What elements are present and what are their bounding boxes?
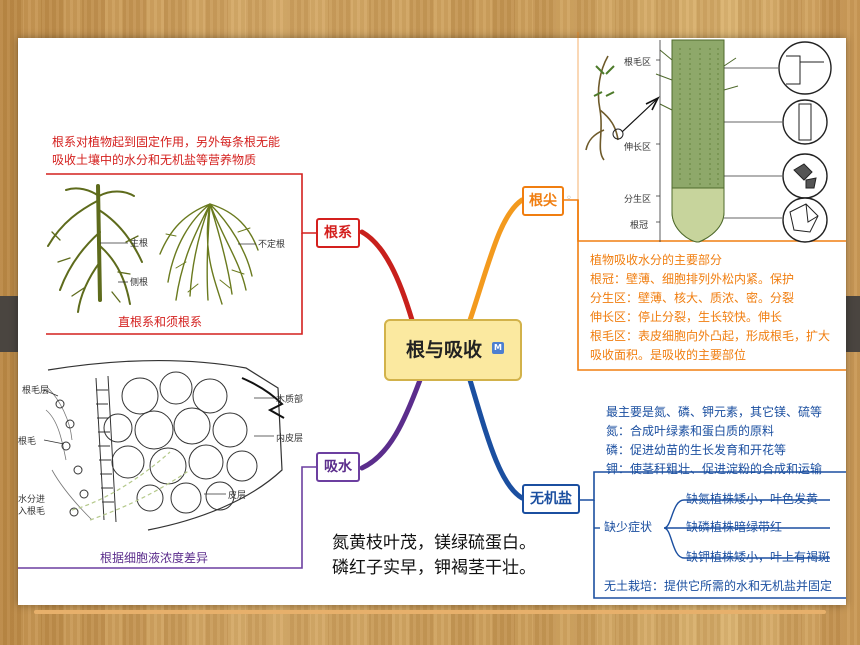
deficiency-nitrogen: 缺氮植株矮小，叶色发黄 — [686, 492, 819, 506]
root-tip-line3: 分生区：壁薄、核大、质浓、密。分裂 — [590, 291, 795, 305]
absorption-node[interactable]: 吸水 — [316, 452, 360, 482]
fig-label-main-root: 主根 — [130, 239, 149, 249]
branch-absorption — [359, 377, 423, 471]
root-tip-line1: 植物吸收水分的主要部分 — [590, 253, 723, 267]
minerals-outline-2 — [593, 500, 846, 599]
fig-label-root-tip-hair-zone: 根毛区 — [624, 58, 652, 68]
root-tip-line6: 吸收面积。是吸收的主要部位 — [590, 348, 747, 362]
root-system-desc-line2: 吸收土壤中的水分和无机盐等营养物质 — [52, 153, 257, 167]
mnemonic-line2: 磷红子实早，钾褐茎干壮。 — [332, 558, 536, 578]
branch-root-system — [359, 229, 415, 323]
deficiency-potassium: 缺钾植株矮小，叶上有褐斑 — [686, 550, 831, 564]
mnemonic-line1: 氮黄枝叶茂，镁绿硫蛋白。 — [332, 533, 536, 553]
minerals-node[interactable]: 无机盐 — [522, 484, 580, 514]
tap-root-illustration — [47, 184, 143, 313]
minerals-label: 无机盐 — [530, 491, 572, 507]
fig-label-meristem-zone: 分生区 — [624, 195, 652, 205]
root-tip-line2: 根冠：壁薄、细胞排列外松内紧。保护 — [590, 272, 795, 286]
fig-label-adventitious-root: 不定根 — [258, 240, 286, 250]
central-title: 根与吸收 — [406, 339, 483, 361]
map-badge-icon[interactable]: M — [492, 342, 504, 354]
fig-label-water-in: 水分进入根毛 — [18, 495, 46, 517]
fig-label-root-cap: 根冠 — [630, 221, 649, 231]
root-tip-illustration — [585, 39, 832, 243]
minerals-outline — [580, 471, 846, 501]
minerals-line1: 最主要是氮、磷、钾元素，其它镁、硫等 — [606, 405, 823, 419]
fig-label-cortex: 皮层 — [228, 491, 247, 501]
fig-label-root-hair-zone: 根毛层 — [22, 386, 50, 396]
fig-label-endodermis: 内皮层 — [276, 434, 304, 444]
deficiency-connectors — [663, 499, 830, 559]
absorption-caption: 根据细胞液浓度差异 — [100, 551, 209, 565]
root-system-label: 根系 — [324, 225, 352, 241]
minerals-line4: 钾：使茎秆粗壮、促进淀粉的合成和运输 — [606, 462, 823, 476]
fibrous-root-illustration — [159, 203, 259, 305]
minerals-line2: 氮：合成叶绿素和蛋白质的原料 — [606, 424, 775, 438]
root-tip-line4: 伸长区：停止分裂，生长较快。伸长 — [590, 310, 783, 324]
root-system-desc-line1: 根系对植物起到固定作用，另外每条根无能 — [52, 135, 281, 149]
fig-label-lateral-root: 侧根 — [130, 278, 149, 288]
absorption-label: 吸水 — [324, 459, 352, 475]
absorption-outline — [18, 466, 316, 569]
root-tip-node[interactable]: 根尖 — [522, 186, 564, 216]
root-system-caption: 直根系和须根系 — [118, 315, 203, 329]
branch-minerals — [467, 377, 525, 501]
fig-label-xylem: 木质部 — [276, 395, 304, 405]
root-tip-outline-2 — [577, 200, 846, 371]
root-system-node[interactable]: 根系 — [316, 218, 360, 248]
branch-root-tip — [467, 197, 525, 323]
cross-section-pointers — [43, 389, 274, 495]
soilless-culture: 无土栽培：提供它所需的水和无机盐并固定 — [604, 579, 833, 593]
root-system-outline — [46, 173, 316, 234]
root-tip-expand-icon[interactable]: ◦ — [566, 193, 572, 204]
root-figure-pointers — [100, 242, 256, 283]
fig-label-root-hair: 根毛 — [18, 437, 37, 447]
slide-bottom-bar — [34, 610, 826, 614]
root-tip-label: 根尖 — [529, 193, 557, 209]
deficiency-label[interactable]: 缺少症状 — [604, 520, 653, 534]
minerals-line3: 磷：促进幼苗的生长发育和开花等 — [606, 443, 787, 457]
root-system-outline-bottom — [46, 233, 303, 335]
root-tip-line5: 根毛区：表皮细胞向外凸起，形成根毛，扩大 — [590, 329, 831, 343]
root-cross-section-illustration — [45, 360, 285, 531]
fig-label-elongation-zone: 伸长区 — [624, 143, 652, 153]
deficiency-phosphorus: 缺磷植株暗绿带红 — [686, 520, 783, 534]
